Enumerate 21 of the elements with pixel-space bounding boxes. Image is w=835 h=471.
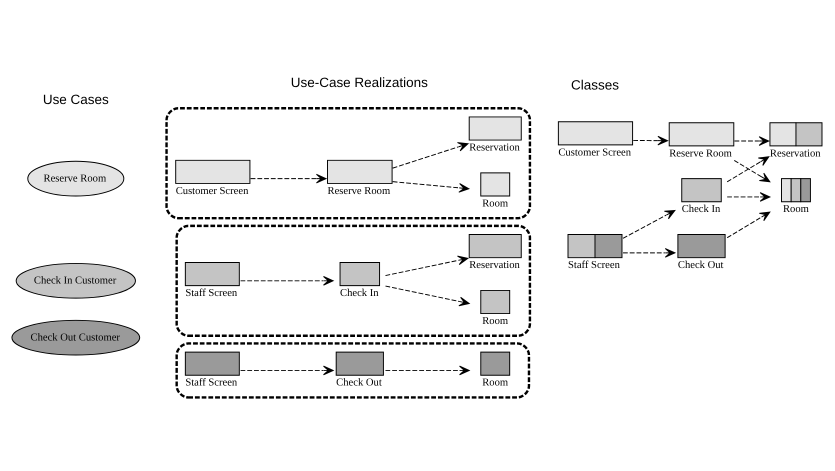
node-label: Room bbox=[482, 198, 508, 210]
label: Use-Case Realizations bbox=[290, 74, 428, 90]
node-label: Check Out bbox=[678, 260, 724, 272]
label: Classes bbox=[571, 78, 619, 93]
label: Use Cases bbox=[42, 92, 109, 108]
node-label: Reservation bbox=[469, 260, 520, 272]
node-label: Customer Screen bbox=[558, 147, 632, 158]
node-label: Reserve Room bbox=[328, 186, 390, 197]
node-label: Reservation bbox=[469, 142, 520, 154]
node-label: Reserve Room bbox=[669, 148, 732, 160]
node-label: Room bbox=[482, 316, 508, 327]
node-label: Check Out bbox=[336, 378, 382, 389]
node-label: Customer Screen bbox=[176, 186, 248, 197]
node-label: Staff Screen bbox=[185, 288, 238, 300]
node-label: Room bbox=[482, 378, 508, 389]
node-label: Check In bbox=[682, 204, 720, 216]
node-label: Check In bbox=[340, 288, 379, 300]
node-label: Room bbox=[782, 204, 809, 216]
node-label: Staff Screen bbox=[185, 378, 238, 389]
node-label: Reservation bbox=[770, 148, 821, 160]
node-label: Staff Screen bbox=[568, 260, 620, 272]
